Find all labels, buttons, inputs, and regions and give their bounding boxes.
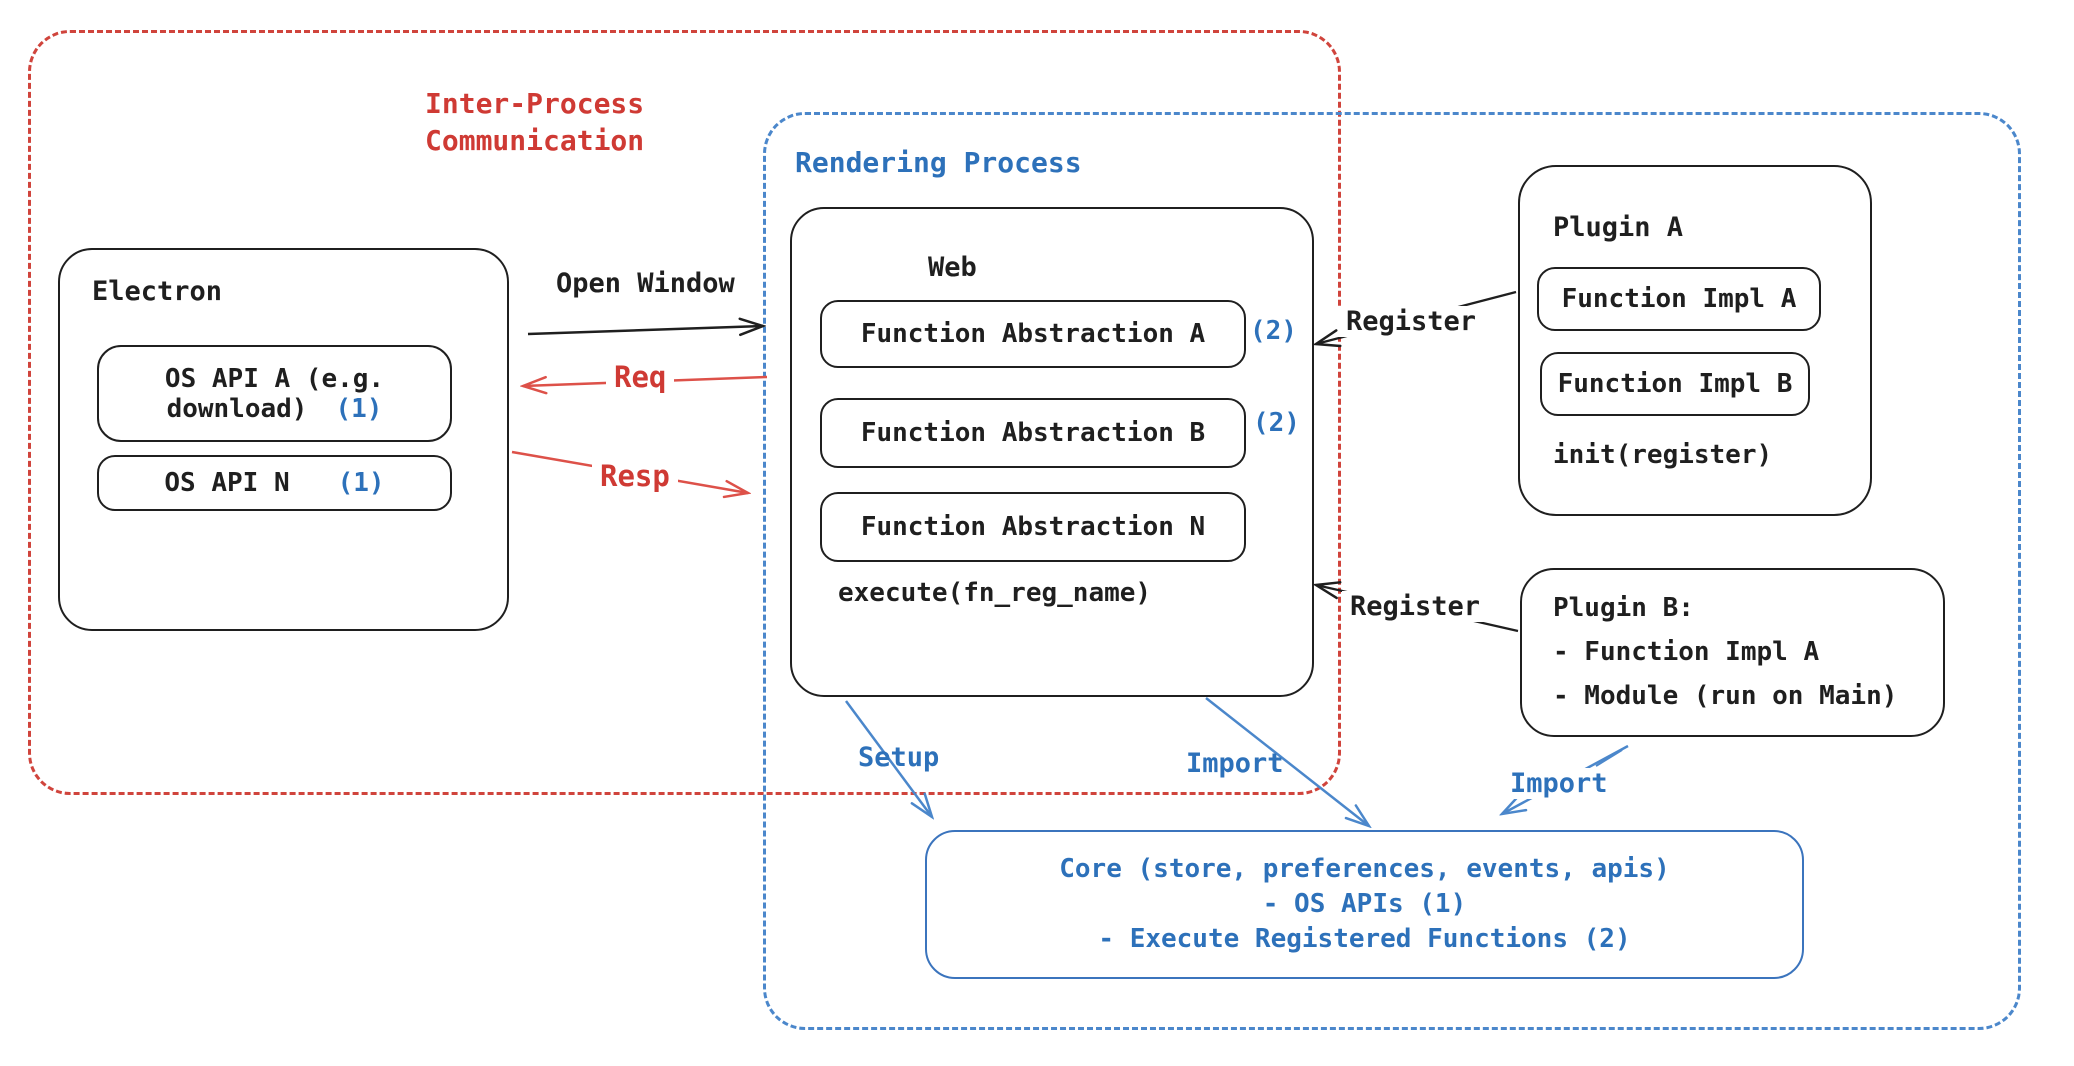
import-web-label: Import [1186, 748, 1284, 779]
req-label: Req [606, 360, 675, 394]
init-register-label: init(register) [1553, 440, 1773, 470]
plugin-b-line2: - Function Impl A [1553, 637, 1820, 667]
open-window-label: Open Window [556, 268, 735, 299]
core-line2: - OS APIs (1) [1262, 889, 1467, 919]
os-api-n-text: OS API N [164, 468, 290, 498]
function-abstraction-n-node: Function Abstraction N [820, 492, 1246, 562]
os-api-n-badge: (1) [337, 468, 385, 498]
register-b-label: Register [1342, 591, 1489, 622]
plugin-a-title: Plugin A [1553, 212, 1684, 243]
import-plugin-label: Import [1502, 768, 1616, 799]
core-line1: Core (store, preferences, events, apis) [1059, 854, 1670, 884]
ipc-title: Inter-Process Communication [425, 85, 644, 159]
ipc-title-line2: Communication [425, 124, 645, 157]
execute-call-label: execute(fn_reg_name) [838, 578, 1152, 608]
function-impl-a-node: Function Impl A [1537, 267, 1821, 331]
rendering-process-title: Rendering Process [795, 146, 1082, 179]
electron-title: Electron [92, 276, 223, 307]
function-abstraction-a-badge: (2) [1250, 316, 1297, 346]
os-api-a-line1: OS API A (e.g. [164, 363, 385, 394]
plugin-b-text: Plugin B: - Function Impl A - Module (ru… [1553, 586, 1897, 718]
resp-label: Resp [592, 459, 678, 493]
core-line3: - Execute Registered Functions (2) [1098, 924, 1631, 954]
os-api-n-node: OS API N (1) [97, 455, 452, 511]
core-box: Core (store, preferences, events, apis) … [925, 830, 1804, 979]
setup-label: Setup [858, 742, 940, 773]
function-impl-b-node: Function Impl B [1540, 352, 1810, 416]
function-abstraction-b-node: Function Abstraction B [820, 398, 1246, 468]
os-api-a-badge: (1) [335, 393, 383, 424]
os-api-a-text: download) [166, 393, 308, 424]
rendering-process-boundary [763, 112, 2021, 1030]
plugin-b-box [1520, 568, 1945, 737]
plugin-b-line1: Plugin B: [1553, 593, 1694, 623]
os-api-a-line2: download) (1) [167, 394, 383, 424]
os-api-n-line: OS API N (1) [164, 468, 384, 498]
ipc-title-line1: Inter-Process [425, 87, 645, 120]
function-abstraction-a-node: Function Abstraction A [820, 300, 1246, 368]
register-a-label: Register [1338, 306, 1485, 337]
web-title: Web [928, 252, 977, 283]
ipc-boundary [28, 30, 1341, 795]
plugin-b-line3: - Module (run on Main) [1553, 681, 1898, 711]
function-abstraction-b-badge: (2) [1253, 408, 1300, 438]
plugin-a-box [1518, 165, 1872, 516]
os-api-a-node: OS API A (e.g. download) (1) [97, 345, 452, 442]
